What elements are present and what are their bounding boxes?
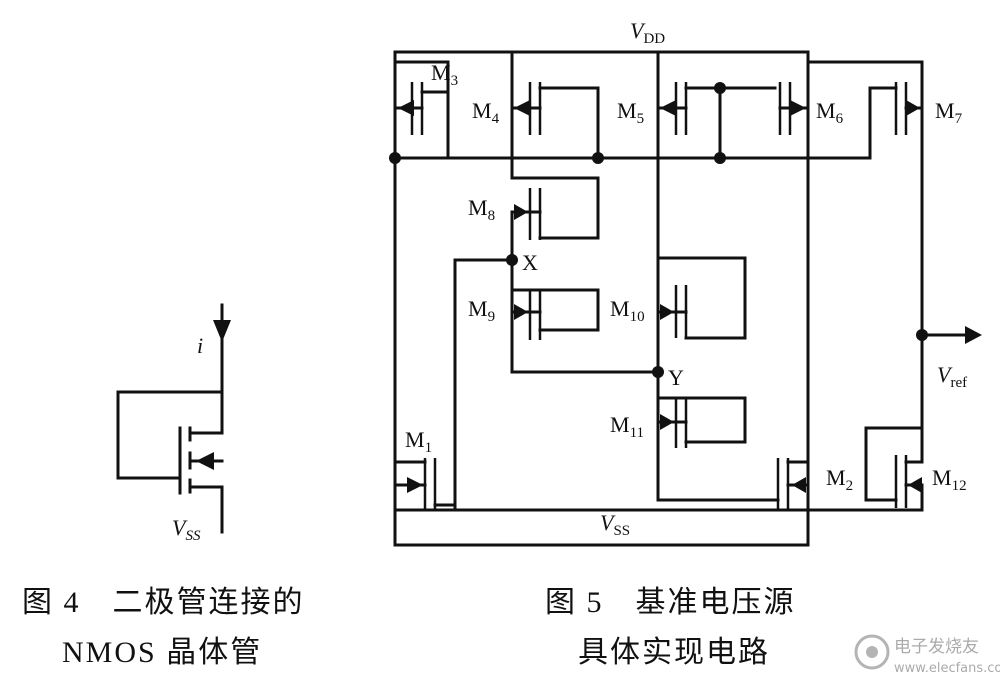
current-arrow-icon: [213, 320, 231, 342]
label-m6: M6: [816, 98, 844, 127]
label-m9: M9: [468, 296, 495, 325]
fig4-caption-line1: 图 4 二极管连接的: [22, 586, 305, 619]
label-m4: M4: [472, 98, 500, 127]
label-m12: M12: [932, 465, 967, 494]
label-m7: M7: [935, 98, 963, 127]
label-m11: M11: [610, 412, 644, 441]
label-m1: M1: [405, 427, 432, 456]
label-m5: M5: [617, 98, 644, 127]
output-arrow-icon: [965, 326, 982, 344]
fig5-caption-line1: 图 5 基准电压源: [545, 586, 796, 619]
fig5-circuit: X Y: [389, 50, 982, 547]
label-m2: M2: [826, 465, 853, 494]
fig4-caption-line2: NMOS 晶体管: [62, 636, 262, 669]
fig5-caption-line2: 具体实现电路: [578, 636, 770, 669]
vdd-label: VDD: [630, 18, 665, 47]
vss-label: VSS: [600, 510, 630, 539]
fig4-diode-nmos: i VSS: [116, 303, 231, 544]
label-m8: M8: [468, 195, 495, 224]
vref-label: Vref: [937, 362, 967, 391]
label-m3: M3: [431, 60, 458, 89]
node-y-label: Y: [668, 365, 684, 390]
watermark-logo: 电子发烧友 www.elecfans.com: [854, 634, 1000, 676]
node-x-label: X: [522, 250, 538, 275]
label-m10: M10: [610, 296, 645, 325]
current-label: i: [197, 333, 203, 358]
watermark-logo-text: 电子发烧友: [894, 637, 979, 657]
watermark-url: www.elecfans.com: [894, 661, 1000, 676]
fig4-vss-label: VSS: [172, 515, 201, 544]
